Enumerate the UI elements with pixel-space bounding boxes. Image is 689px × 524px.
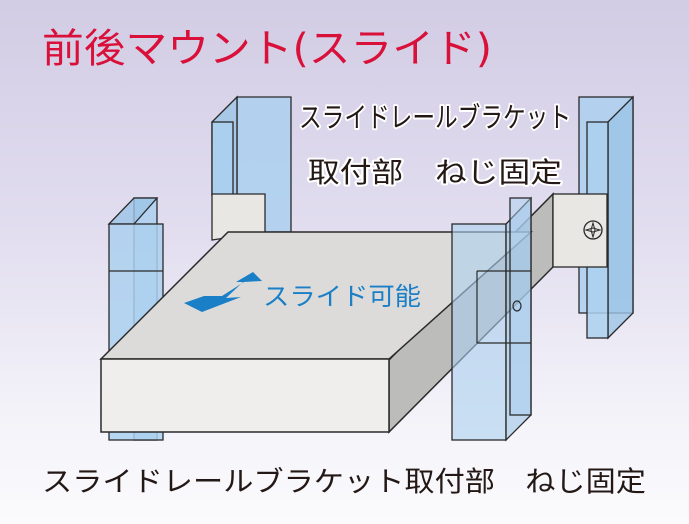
diagram-title: 前後マウント(スライド) (42, 26, 492, 72)
slide-label: スライド可能 (263, 282, 421, 311)
bracket-top-label-line1: スライドレールブラケット (299, 101, 571, 134)
screw-hole-icon (512, 300, 522, 312)
slide-arrow-icon (184, 272, 262, 312)
screw-icon (583, 220, 603, 240)
front-right-bracket (451, 196, 532, 442)
bracket-bottom-label: スライドレールブラケット取付部 ねじ固定 (42, 465, 646, 498)
device-box (99, 231, 533, 433)
bracket-top-label-line2: 取付部 ねじ固定 (308, 156, 562, 189)
